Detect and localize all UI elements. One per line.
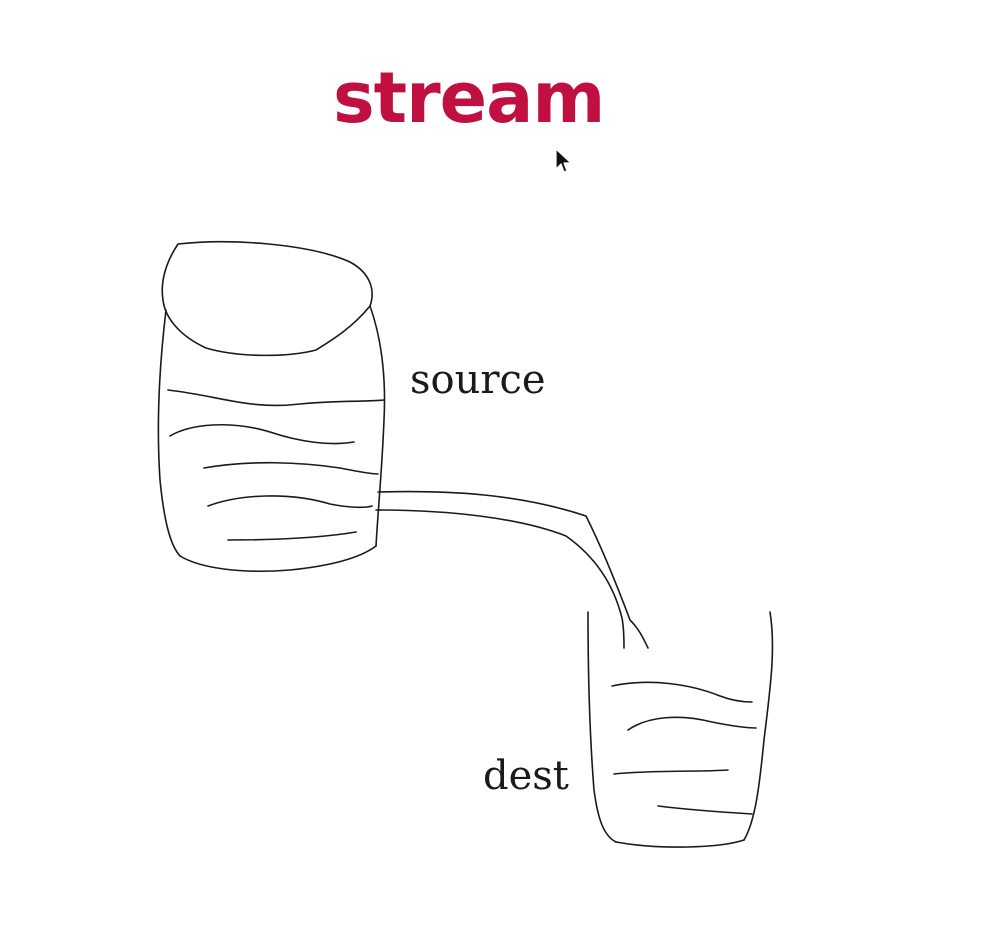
dest-cup-water-2 — [627, 716, 757, 731]
source-jar-lid — [161, 240, 373, 357]
source-container-sketch — [157, 240, 386, 573]
diagram-title: stream — [333, 57, 605, 139]
source-jar-left-wall — [157, 309, 181, 557]
stream-pipe-sketch — [375, 490, 649, 649]
source-jar-right-wall — [369, 305, 386, 547]
source-jar-water-2 — [169, 424, 355, 445]
dest-cup-right-wall — [743, 611, 774, 841]
mouse-pointer-icon — [555, 148, 572, 173]
stream-pipe-bottom — [375, 509, 625, 649]
dest-cup-water-4 — [657, 805, 753, 815]
dest-label: dest — [483, 753, 569, 799]
dest-container-sketch — [587, 611, 774, 848]
dest-cup-left-wall — [587, 611, 617, 843]
source-jar-water-1 — [167, 389, 385, 407]
stream-pipe-top — [377, 490, 649, 649]
dest-cup-water-1 — [611, 681, 753, 703]
source-jar-water-4 — [207, 495, 373, 509]
source-label: source — [410, 357, 546, 403]
source-jar-water-5 — [227, 531, 357, 541]
source-jar-bottom — [179, 545, 377, 573]
dest-cup-water-3 — [613, 769, 729, 775]
dest-cup-bottom — [615, 839, 745, 848]
source-jar-water-3 — [203, 461, 379, 475]
